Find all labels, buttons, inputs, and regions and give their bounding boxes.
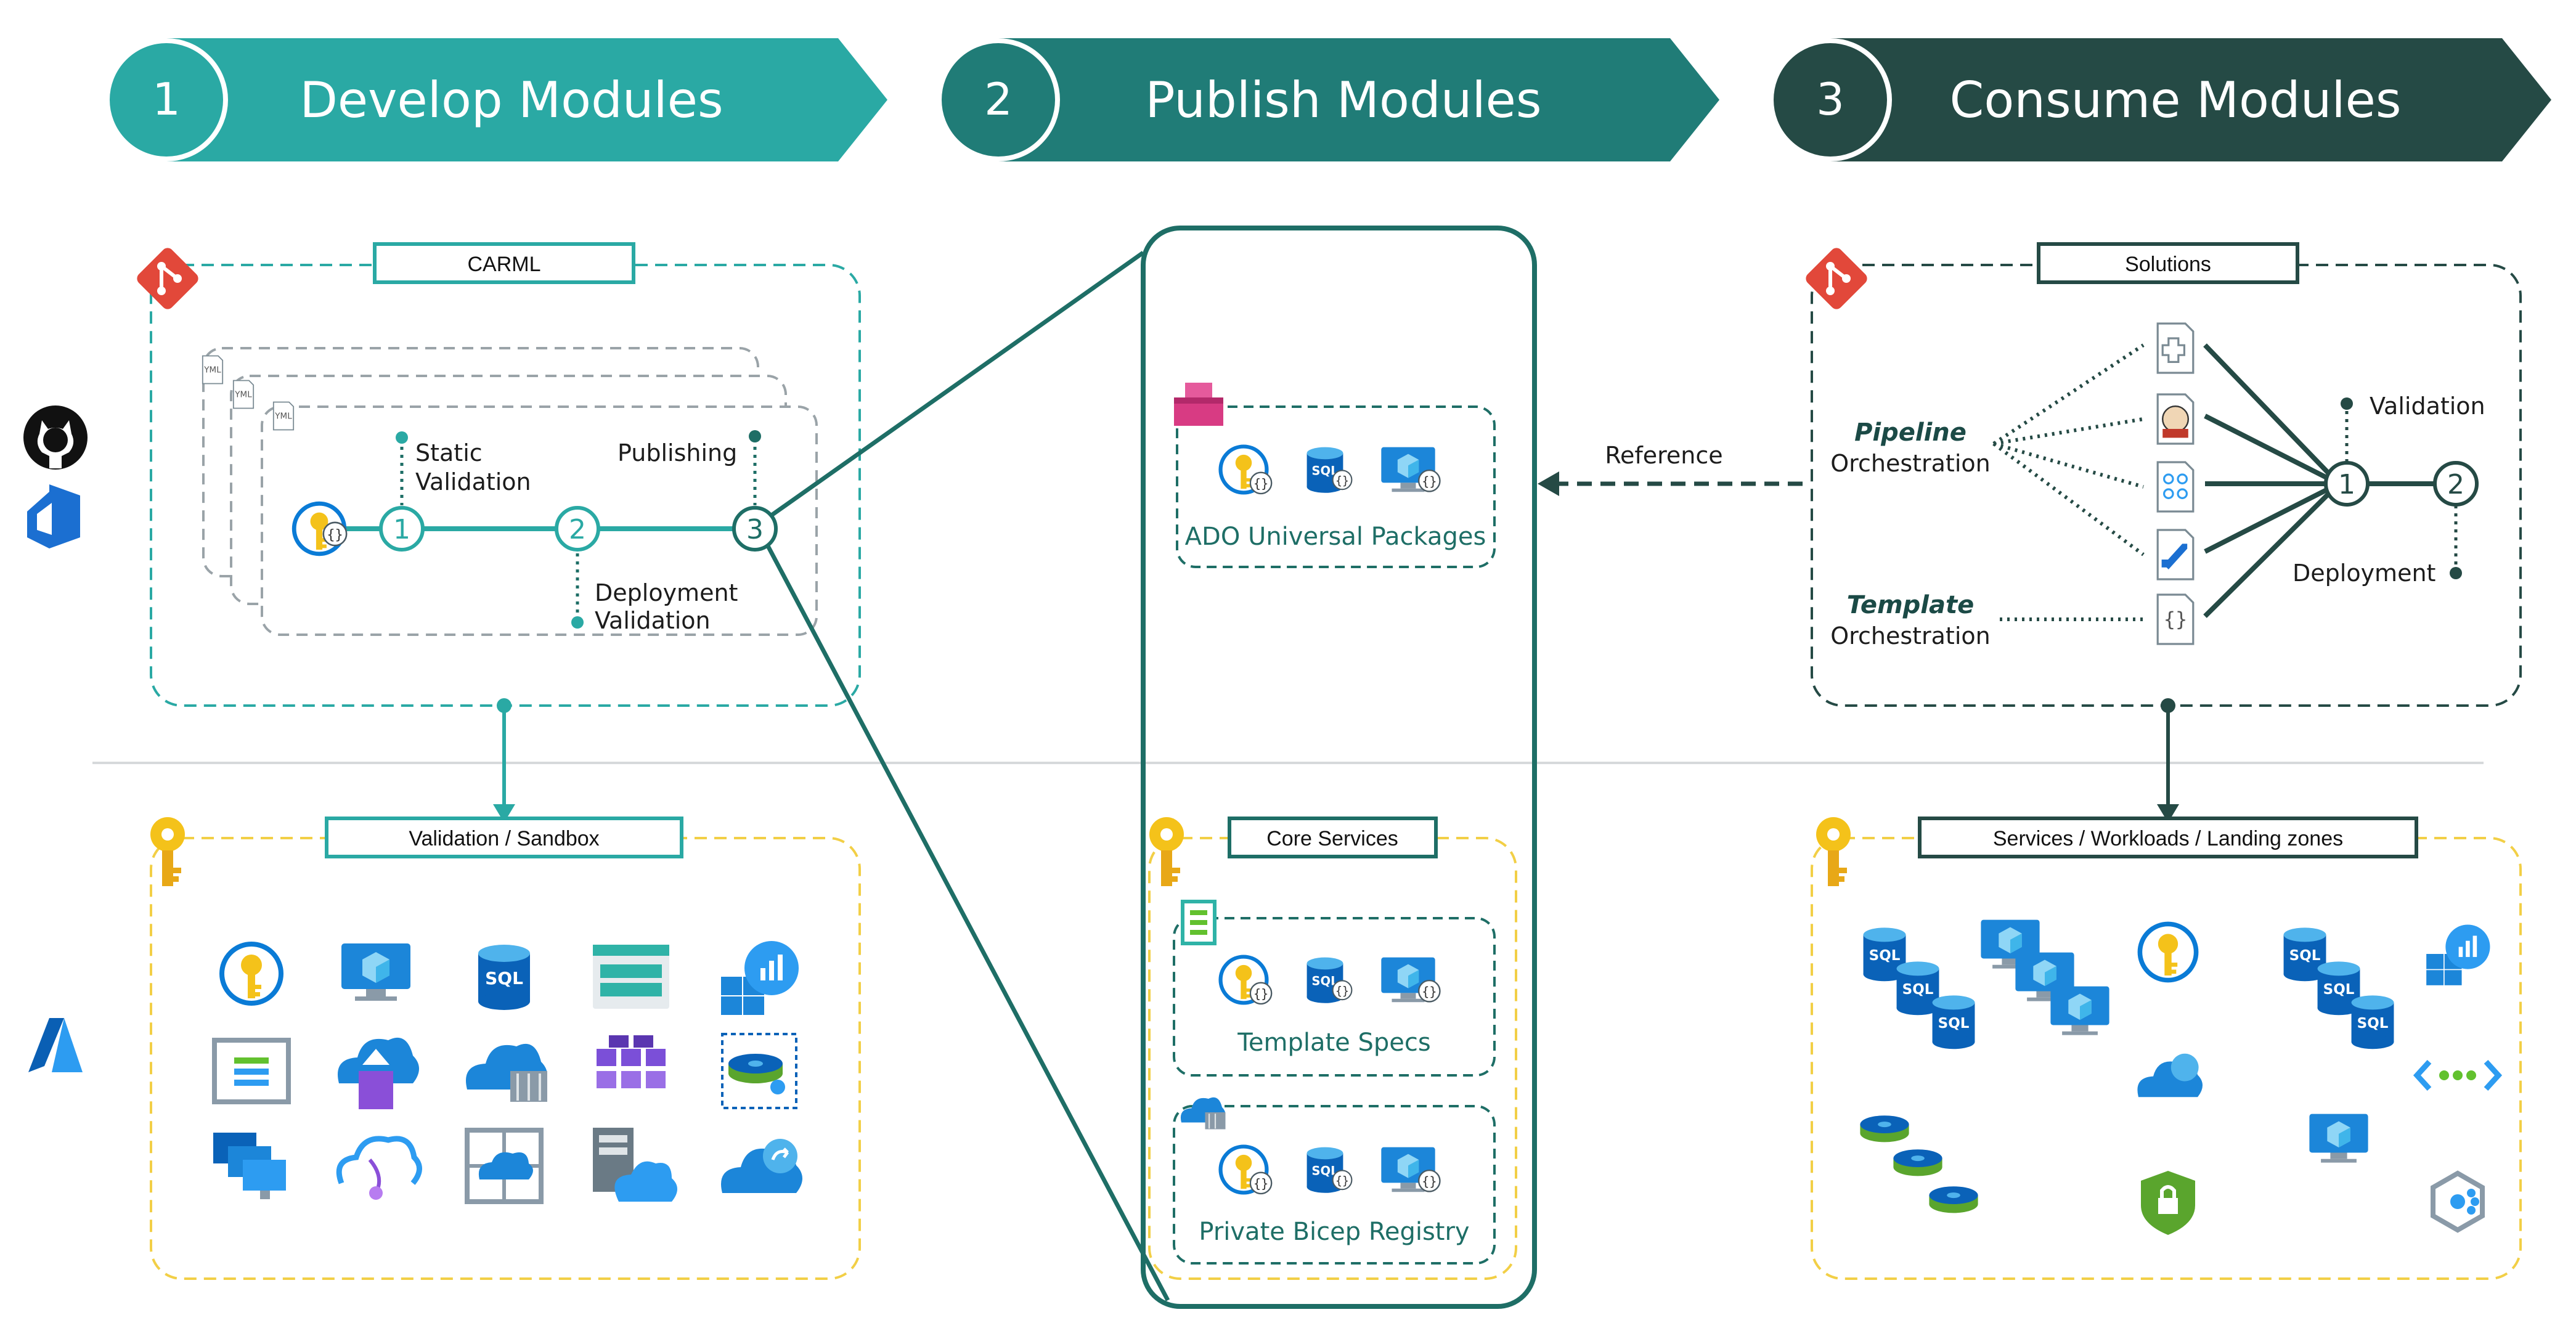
jenkins-icon [2156, 393, 2195, 445]
deployment-validation-label: Deployment [595, 579, 738, 606]
validation-label: Validation [2370, 393, 2485, 420]
svg-text:1: 1 [393, 514, 410, 545]
analytics-icon [2426, 924, 2490, 985]
sql-database-icon [2283, 927, 2394, 1049]
template-orchestration-label-2: Orchestration [1830, 622, 1990, 650]
security-shield-icon [2141, 1171, 2195, 1235]
services-box: Services / Workloads / Landing zones [1811, 817, 2522, 1280]
reference-label: Reference [1605, 442, 1722, 469]
artifacts-icon [1174, 383, 1223, 426]
sql-database-icon [1863, 927, 1975, 1049]
cloud-automation-icon [721, 1139, 802, 1193]
static-web-app-icon [336, 1136, 422, 1200]
container-upload-icon [338, 1037, 419, 1109]
consume-node-1: 1 [2324, 461, 2370, 507]
sandbox-title: Validation / Sandbox [409, 827, 599, 850]
solutions-repo-box: Solutions Pipeline Orchestration Templat… [1803, 242, 2522, 707]
module-key-icon [294, 503, 348, 554]
virtual-machine-icon [2309, 1114, 2368, 1163]
virtual-machine-icon [341, 943, 410, 1001]
publishing-label: Publishing [618, 439, 737, 466]
github-icon [23, 405, 88, 470]
step-3-label: Consume Modules [1949, 71, 2401, 129]
git-icon [1803, 245, 1869, 311]
sandbox-box: Validation / Sandbox [150, 817, 861, 1280]
analytics-icon [721, 941, 799, 1015]
vm-scale-set-icon [213, 1133, 286, 1199]
yml-file-icon: YML [202, 355, 224, 385]
svg-text:2: 2 [569, 514, 586, 545]
svg-text:2: 2 [2447, 469, 2464, 500]
hexagon-network-icon [2431, 1170, 2485, 1233]
event-grid-icon [212, 1038, 291, 1104]
step-1-number: 1 [152, 73, 181, 125]
virtual-machine-icon [1981, 919, 2109, 1035]
storage-account-icon [593, 945, 669, 1009]
managed-disk-icon [1860, 1115, 1978, 1213]
container-registry-icon [1180, 1097, 1226, 1130]
publish-container [1141, 226, 1537, 1309]
virtual-network-icon [2413, 1059, 2503, 1091]
svg-text:YML: YML [203, 365, 221, 375]
git-icon [134, 245, 200, 311]
consume-node-2: 2 [2433, 461, 2479, 507]
svg-text:{}: {} [2164, 608, 2188, 631]
step-2-header: 2 Publish Modules [937, 38, 1719, 161]
step-1-header: 1 Develop Modules [105, 38, 887, 161]
static-validation-label-2: Validation [415, 468, 531, 495]
template-orchestration-label: Template [1847, 591, 1975, 619]
azure-icon [28, 1018, 83, 1072]
cloud-automation-icon [2137, 1053, 2203, 1098]
solutions-title: Solutions [2125, 253, 2211, 276]
core-services-box: Core Services Template Specs Private Bic… [1148, 817, 1517, 1280]
container-registry-icon [466, 1043, 547, 1102]
template-spec-icon [1181, 900, 1217, 945]
step-2-number: 2 [984, 73, 1013, 125]
services-title: Services / Workloads / Landing zones [1993, 827, 2343, 850]
key-icon [1816, 817, 1851, 886]
kubernetes-icon [597, 1035, 666, 1088]
pipeline-node-1: 1 [379, 506, 425, 552]
pipeline-node-2: 2 [555, 506, 600, 552]
carml-repo-box: CARML YML YML YML 1 2 3 Static Validatio… [134, 242, 861, 707]
cloud-server-icon [593, 1128, 677, 1202]
step-3-header: 3 Consume Modules [1769, 38, 2551, 161]
key-icon [1149, 817, 1184, 886]
static-validation-label: Static [415, 439, 483, 466]
deployment-validation-label-2: Validation [595, 607, 711, 634]
front-door-icon [465, 1128, 544, 1204]
pipeline-node-3: 3 [732, 506, 778, 552]
pipeline-orchestration-label: Pipeline [1854, 418, 1967, 447]
pipeline-orchestration-label-2: Orchestration [1830, 450, 1990, 477]
sql-database-icon [478, 945, 530, 1010]
bicep-template-icon: {} [2156, 593, 2195, 645]
step-1-label: Develop Modules [300, 71, 723, 129]
key-vault-icon [222, 944, 281, 1003]
azure-pipelines-icon [2156, 529, 2195, 580]
carml-title: CARML [467, 253, 540, 276]
svg-text:YML: YML [234, 390, 252, 400]
svg-text:YML: YML [274, 412, 292, 422]
yml-file-icon: YML [272, 401, 295, 431]
managed-disk-icon [721, 1033, 797, 1109]
ado-packages-box: ADO Universal Packages [1174, 383, 1496, 568]
template-specs-label: Template Specs [1237, 1028, 1430, 1057]
key-vault-icon [2140, 924, 2196, 980]
core-services-title: Core Services [1266, 827, 1398, 850]
yml-file-icon: YML [232, 380, 255, 409]
bicep-registry-label: Private Bicep Registry [1199, 1218, 1469, 1246]
svg-text:1: 1 [2338, 469, 2355, 500]
pipeline-file-icon [2156, 322, 2195, 374]
svg-text:3: 3 [746, 514, 764, 545]
step-2-label: Publish Modules [1145, 71, 1541, 129]
deployment-label: Deployment [2293, 560, 2435, 587]
step-3-number: 3 [1816, 73, 1844, 125]
github-actions-icon [2156, 461, 2195, 513]
ado-packages-label: ADO Universal Packages [1185, 523, 1486, 551]
azure-devops-icon [27, 484, 80, 548]
